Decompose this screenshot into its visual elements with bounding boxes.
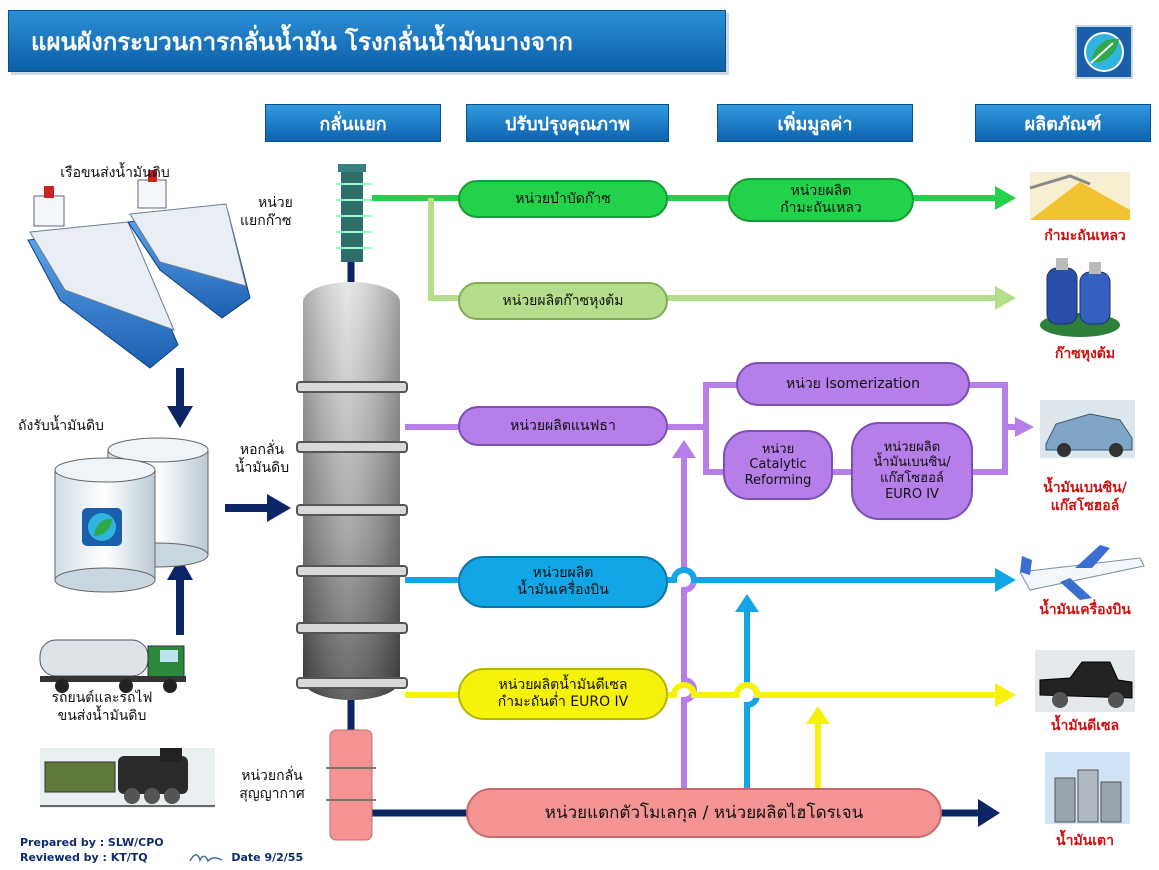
- lpg-production-unit: หน่วยผลิตก๊าซหุงต้ม: [458, 282, 668, 320]
- product-text: กำมะถันเหลว: [1044, 228, 1126, 244]
- product-text-line2: แก๊สโซฮอล์: [1050, 497, 1120, 514]
- product-text: น้ำมันดีเซล: [1050, 718, 1120, 734]
- catalytic-reforming-unit: หน่วย Catalytic Reforming: [723, 430, 833, 500]
- gasoline-production-unit: หน่วยผลิต น้ำมันเบนซิน/ แก๊สโซฮอล์ EURO …: [851, 422, 973, 520]
- car-image: [1040, 400, 1135, 458]
- tower-line1: หอกลั่น: [239, 442, 285, 458]
- signature-icon: [188, 853, 222, 863]
- crude-oil-train: [40, 748, 215, 808]
- page-title: แผนผังกระบวนการกลั่นน้ำมัน โรงกลั่นน้ำมั…: [8, 10, 726, 72]
- unit-label: หน่วยผลิตแนฟธา: [510, 417, 616, 434]
- unit-label-line2: Catalytic: [749, 457, 807, 473]
- sulfur-recovery-unit: หน่วยผลิต กำมะถันเหลว: [728, 178, 914, 222]
- distillation-tower-label: หอกลั่น น้ำมันดิบ: [224, 442, 300, 477]
- unit-label: หน่วยผลิตก๊าซหุงต้ม: [502, 292, 624, 309]
- jet-fuel-production-unit: หน่วยผลิต น้ำมันเครื่องบิน: [458, 556, 668, 608]
- pickup-truck-image: [1035, 650, 1135, 712]
- reviewed-by: Reviewed by : KT/TQ: [20, 850, 148, 864]
- header-label: เพิ่มมูลค่า: [777, 113, 853, 135]
- unit-label-line1: หน่วยผลิต: [532, 565, 594, 582]
- product-text-line1: น้ำมันเบนซิน/: [1043, 480, 1127, 496]
- product-text: ก๊าซหุงต้ม: [1054, 346, 1116, 362]
- product-jet-fuel-label: น้ำมันเครื่องบิน: [1012, 602, 1158, 620]
- vacuum-distillation-label: หน่วยกลั่น สุญญากาศ: [222, 768, 322, 803]
- diesel-line: [405, 682, 1016, 790]
- header-label: ปรับปรุงคุณภาพ: [505, 113, 630, 135]
- title-text: แผนผังกระบวนการกลั่นน้ำมัน โรงกลั่นน้ำมั…: [31, 27, 573, 56]
- bangchak-logo: [1075, 25, 1133, 79]
- date-text: Date 9/2/55: [231, 850, 304, 864]
- land-label-line2: ขนส่งน้ำมันดิบ: [57, 707, 147, 724]
- unit-label-line1: หน่วยผลิตน้ำมันดีเซล: [498, 677, 628, 694]
- crude-distillation-tower: [303, 282, 400, 700]
- tower-rings: [296, 381, 408, 689]
- land-label-line1: รถยนต์และรถไฟ: [51, 690, 153, 706]
- leaf-icon: [1084, 32, 1124, 72]
- fuel-oil-line: [347, 262, 1000, 827]
- land-transport-label: รถยนต์และรถไฟ ขนส่งน้ำมันดิบ: [12, 690, 192, 725]
- product-sulfur-label: กำมะถันเหลว: [1020, 228, 1150, 246]
- column-header-distillation: กลั่นแยก: [265, 104, 441, 142]
- lpg-cylinders-image: [1040, 258, 1120, 337]
- gas-treating-unit: หน่วยบำบัดก๊าซ: [458, 180, 668, 218]
- product-fuel-oil-label: น้ำมันเตา: [1020, 833, 1150, 851]
- vacuum-line2: สุญญากาศ: [239, 785, 305, 802]
- ship-label-text: เรือขนส่งน้ำมันดิบ: [60, 165, 170, 181]
- airplane-image: [1019, 545, 1145, 600]
- unit-label: หน่วย Isomerization: [786, 375, 920, 392]
- unit-label-line1: หน่วยผลิต: [790, 183, 852, 200]
- unit-label-line2: น้ำมันเบนซิน/: [873, 455, 951, 471]
- crude-oil-truck: [39, 639, 186, 693]
- naphtha-production-unit: หน่วยผลิตแนฟธา: [458, 406, 668, 446]
- crude-flow-arrows: [167, 368, 291, 635]
- gas-separation-column: [336, 164, 372, 262]
- crude-storage-tanks: [54, 437, 209, 593]
- prepared-by: Prepared by : SLW/CPO: [20, 836, 164, 849]
- header-label: ผลิตภัณฑ์: [1024, 113, 1102, 135]
- product-lpg-label: ก๊าซหุงต้ม: [1020, 346, 1150, 364]
- tower-line2: น้ำมันดิบ: [234, 459, 290, 476]
- product-text: น้ำมันเครื่องบิน: [1039, 602, 1131, 618]
- isomerization-unit: หน่วย Isomerization: [736, 362, 970, 406]
- crude-oil-tankers: [27, 170, 251, 369]
- product-gasoline-label: น้ำมันเบนซิน/ แก๊สโซฮอล์: [1020, 480, 1150, 515]
- column-header-quality: ปรับปรุงคุณภาพ: [466, 104, 669, 142]
- unit-label-line1: หน่วยผลิต: [883, 439, 941, 455]
- column-header-products: ผลิตภัณฑ์: [975, 104, 1151, 142]
- product-diesel-label: น้ำมันดีเซล: [1020, 718, 1150, 736]
- storage-tank-label: ถังรับน้ำมันดิบ: [18, 418, 148, 436]
- product-text: น้ำมันเตา: [1056, 833, 1114, 849]
- unit-label-line4: EURO IV: [885, 486, 939, 502]
- column-header-value-add: เพิ่มมูลค่า: [717, 104, 913, 142]
- unit-label-line2: กำมะถันเหลว: [780, 200, 862, 216]
- vacuum-line1: หน่วยกลั่น: [241, 768, 303, 784]
- footer-credits: Prepared by : SLW/CPO Reviewed by : KT/T…: [20, 836, 340, 866]
- unit-label-line2: น้ำมันเครื่องบิน: [517, 582, 609, 598]
- sulfur-image: [1029, 172, 1130, 220]
- gas-sep-line1: หน่วย: [258, 195, 293, 211]
- cracking-hydrogen-unit: หน่วยแตกตัวโมเลกุล / หน่วยผลิตไฮโดรเจน: [466, 788, 942, 838]
- header-label: กลั่นแยก: [319, 113, 387, 135]
- fuel-oil-tanks-image: [1045, 752, 1130, 824]
- ship-label: เรือขนส่งน้ำมันดิบ: [30, 165, 200, 183]
- vacuum-column: [326, 729, 376, 841]
- unit-label: หน่วยบำบัดก๊าซ: [515, 190, 611, 207]
- unit-label-line3: แก๊สโซฮอล์: [880, 471, 944, 486]
- unit-label: หน่วยแตกตัวโมเลกุล / หน่วยผลิตไฮโดรเจน: [544, 802, 864, 823]
- storage-label-text: ถังรับน้ำมันดิบ: [18, 418, 104, 434]
- diesel-production-unit: หน่วยผลิตน้ำมันดีเซล กำมะถันต่ำ EURO IV: [458, 668, 668, 720]
- unit-label-line3: Reforming: [744, 472, 812, 488]
- unit-label-line2: กำมะถันต่ำ EURO IV: [497, 694, 629, 710]
- gas-sep-line2: แยกก๊าซ: [240, 212, 292, 229]
- lpg-line: [428, 198, 1016, 310]
- unit-label-line1: หน่วย: [761, 441, 795, 457]
- gas-separation-label: หน่วย แยกก๊าซ: [240, 195, 330, 230]
